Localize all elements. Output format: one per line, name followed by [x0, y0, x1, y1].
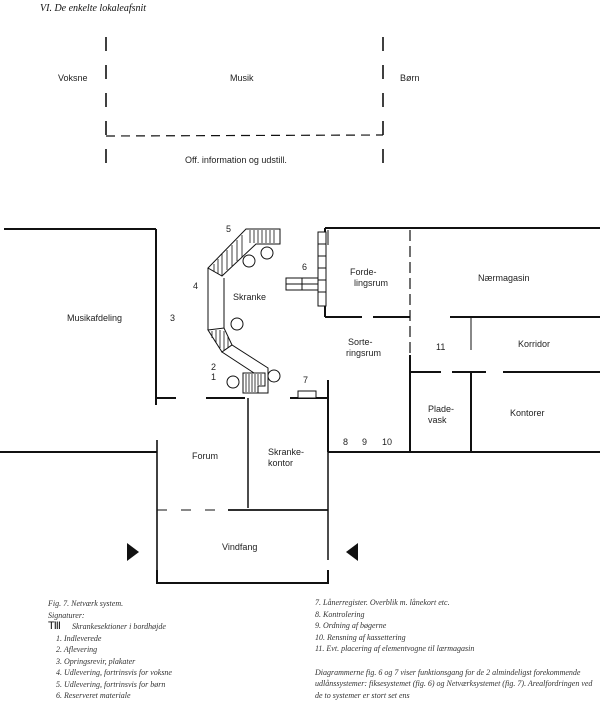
- room-pladevask-l2: vask: [428, 415, 447, 425]
- info-zone-boundary: [105, 134, 384, 137]
- marker-11: 11: [436, 342, 445, 352]
- zone-label-info: Off. information og udstill.: [185, 155, 287, 165]
- marker-4: 4: [193, 281, 198, 291]
- marker-8: 8: [343, 437, 348, 447]
- chair-icon: [267, 369, 281, 383]
- marker-1: 1: [211, 372, 216, 382]
- legend-item: 4. Udlevering, fortrinsvis for voksne: [56, 668, 172, 677]
- entrance-arrow-left-icon: [127, 543, 139, 561]
- chair-icon: [226, 375, 240, 389]
- zone-label-musik: Musik: [230, 73, 254, 83]
- room-sorteringsrum-l1: Sorte-: [348, 337, 373, 347]
- figure-caption: Fig. 7. Netværk system.: [48, 599, 124, 608]
- legend-left: Fig. 7. Netværk system. Signaturer: TIII…: [48, 598, 298, 702]
- zone-label-voksne: Voksne: [58, 73, 88, 83]
- marker-7: 7: [303, 375, 308, 385]
- legend-item: 8. Kontrolering: [315, 609, 365, 619]
- chair-icon: [260, 246, 274, 260]
- chair-icon: [230, 317, 244, 331]
- room-korridor: Korridor: [518, 339, 550, 349]
- room-fordelingsrum-l2: lingsrum: [354, 278, 388, 288]
- floor-plan-diagram: Voksne Musik Børn Off. information og ud…: [0, 37, 600, 584]
- legend-item: 10. Rensning af kassettering: [315, 632, 406, 642]
- marker-9: 9: [362, 437, 367, 447]
- vindfang-walls: [156, 570, 329, 584]
- room-naermagasin: Nærmagasin: [478, 273, 530, 283]
- room-sorteringsrum-l2: ringsrum: [346, 348, 381, 358]
- legend-item: 1. Indleverede: [56, 633, 102, 643]
- chairs: [226, 246, 281, 389]
- legend-item: 9. Ordning af bøgerne: [315, 621, 387, 630]
- legend-right: 7. Lånerregister. Overblik m. lånekort e…: [315, 597, 600, 701]
- entrance-arrow-right-icon: [346, 543, 358, 561]
- room-skrankekontor-l1: Skranke-: [268, 447, 304, 457]
- legend-item: 5. Udlevering, fortrinsvis for børn: [56, 679, 166, 689]
- room-skranke: Skranke: [233, 292, 266, 302]
- marker-2: 2: [211, 362, 216, 372]
- register-counter: [297, 390, 317, 399]
- chair-icon: [242, 254, 256, 268]
- signature-row: TIII Skrankesektioner i bordhøjde: [48, 620, 298, 633]
- legend-item: 6. Reserveret materiale: [56, 691, 131, 700]
- page-title: VI. De enkelte lokaleafsnit: [40, 3, 147, 14]
- signatures-label: Signaturer:: [48, 610, 85, 620]
- marker-10: 10: [382, 437, 392, 447]
- hatching: [211, 230, 275, 392]
- room-forum: Forum: [192, 451, 218, 461]
- legend-item: 11. Evt. placering af elementvogne til l…: [315, 644, 475, 653]
- room-kontorer: Kontorer: [510, 408, 545, 418]
- zoning-diagram: [105, 37, 384, 176]
- reserved-shelf: [285, 231, 327, 307]
- marker-3: 3: [170, 313, 175, 323]
- desk-section-symbol-icon: TIII: [48, 620, 61, 632]
- signature-text: Skrankesektioner i bordhøjde: [72, 622, 166, 631]
- zone-label-born: Børn: [400, 73, 420, 83]
- marker-6: 6: [302, 262, 307, 272]
- light-walls: [157, 230, 472, 511]
- room-skrankekontor-l2: kontor: [268, 458, 293, 468]
- legend-item: 7. Lånerregister. Overblik m. lånekort e…: [315, 598, 450, 607]
- legend-item: 2. Aflevering: [56, 645, 98, 654]
- marker-5: 5: [226, 224, 231, 234]
- room-pladevask-l1: Plade-: [428, 404, 454, 414]
- room-musikafdeling: Musikafdeling: [67, 313, 122, 323]
- legend-paragraph: Diagrammerne fig. 6 og 7 viser funktions…: [315, 667, 593, 700]
- legend-item: 3. Opringsrevir, plakater: [56, 656, 136, 666]
- room-vindfang: Vindfang: [222, 542, 257, 552]
- room-fordelingsrum-l1: Forde-: [350, 267, 377, 277]
